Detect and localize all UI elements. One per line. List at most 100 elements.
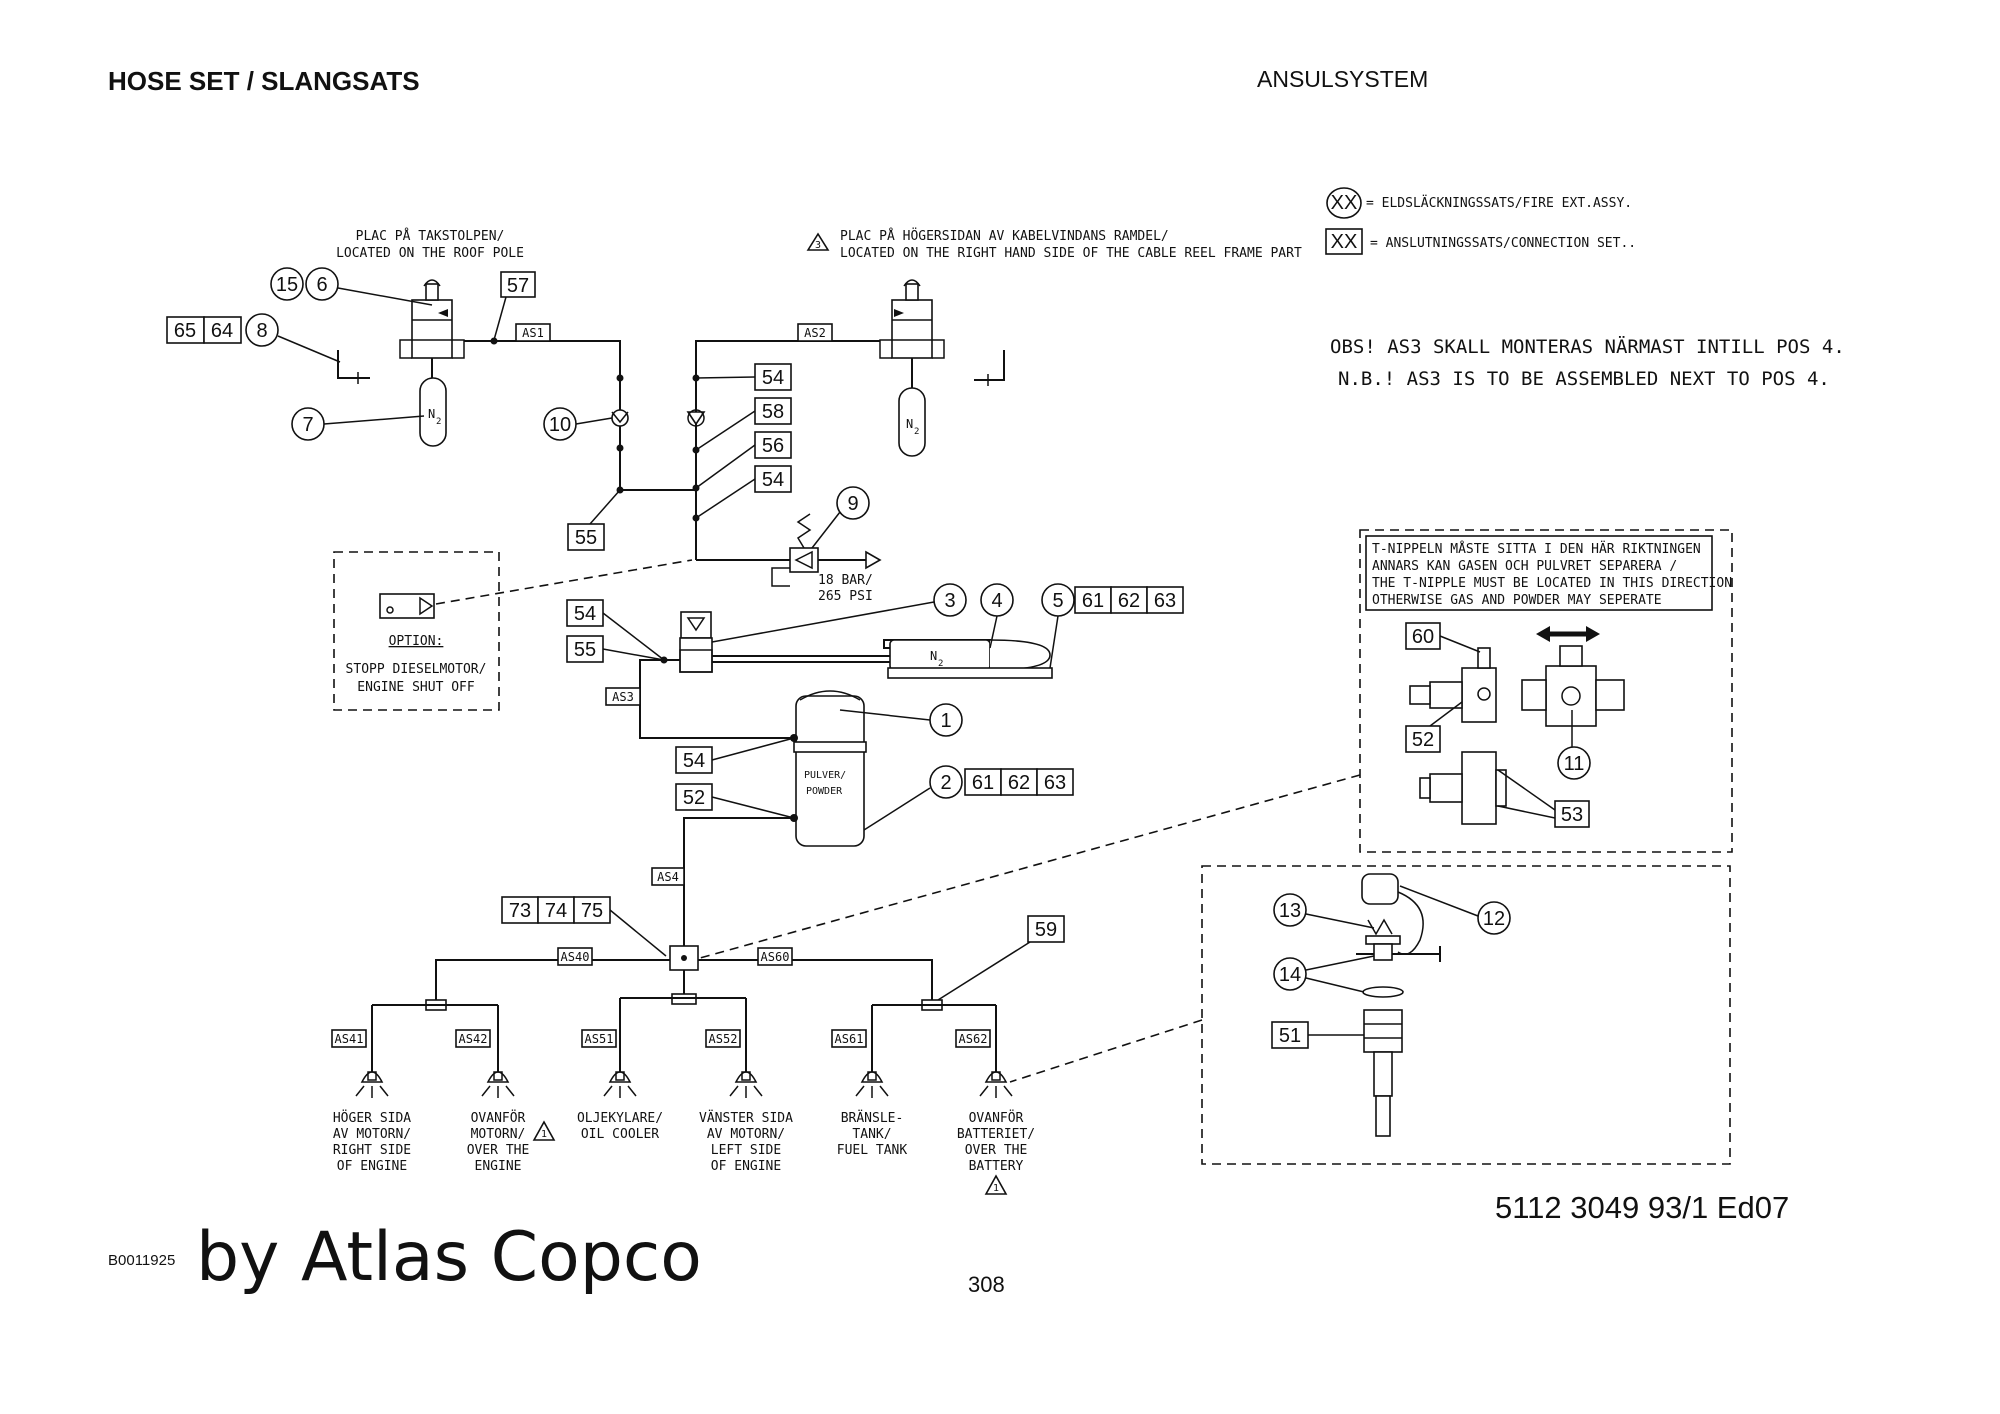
nozzle-1-label-2: AV MOTORN/	[333, 1127, 411, 1142]
item-3: 3	[944, 590, 955, 612]
hose-as40: AS40	[561, 950, 590, 964]
nozzle-3-label-1: OLJEKYLARE/	[577, 1111, 663, 1126]
nozzle-2-label-4: ENGINE	[475, 1159, 522, 1174]
hose-as4: AS4	[657, 870, 679, 884]
nozzle-6-label-4: BATTERY	[969, 1159, 1024, 1174]
nozzle-1-label-4: OF ENGINE	[337, 1159, 407, 1174]
svg-text:1: 1	[993, 1183, 999, 1194]
item-62-a: 62	[1118, 590, 1140, 612]
warning-icon-battery	[984, 1174, 1008, 1195]
cable-reel-label-1: PLAC PÅ HÖGERSIDAN AV KABELVINDANS RAMDE…	[840, 227, 1169, 244]
page-number: 308	[968, 1272, 1005, 1297]
n2-sub-main: 2	[938, 659, 943, 669]
roof-pole-group: PLAC PÅ TAKSTOLPEN/ LOCATED ON THE ROOF …	[336, 228, 524, 447]
nozzle-1-label-3: RIGHT SIDE	[333, 1143, 411, 1158]
item-6: 6	[316, 274, 327, 296]
obs-note-swedish: OBS! AS3 SKALL MONTERAS NÄRMAST INTILL P…	[1330, 335, 1845, 358]
cable-reel-label-2: LOCATED ON THE RIGHT HAND SIDE OF THE CA…	[840, 246, 1302, 261]
item-2: 2	[940, 772, 951, 794]
nozzle-6-label-1: OVANFÖR	[969, 1109, 1024, 1126]
item-51: 51	[1279, 1025, 1301, 1047]
nozzle-5-label-1: BRÄNSLE-	[841, 1110, 904, 1126]
item-12: 12	[1483, 908, 1505, 930]
item-63-a: 63	[1154, 590, 1176, 612]
tnipple-detail-box	[1359, 529, 1733, 853]
item-52: 52	[683, 787, 705, 809]
credit-text: by Atlas Copco	[196, 1218, 702, 1297]
item-7: 7	[302, 414, 313, 436]
warning-3: 3	[815, 240, 821, 251]
item-75: 75	[581, 900, 603, 922]
item-60: 60	[1412, 626, 1434, 648]
nozzle-4	[729, 1071, 763, 1098]
hose-as61: AS61	[835, 1032, 864, 1046]
item-9: 9	[847, 493, 858, 515]
n2-label-right: N	[906, 417, 913, 431]
nozzle-3-label-2: OIL COOLER	[581, 1127, 659, 1142]
hose-as3: AS3	[612, 690, 634, 704]
pressure-label-1: 18 BAR/	[818, 573, 873, 588]
nozzle-5-label-3: FUEL TANK	[837, 1143, 908, 1158]
item-54-d: 54	[683, 750, 705, 772]
item-58: 58	[762, 401, 784, 423]
option-label-1: STOPP DIESELMOTOR/	[346, 662, 487, 677]
n2-label-main: N	[930, 649, 937, 663]
item-74: 74	[545, 900, 567, 922]
legend-box-text: = ANSLUTNINGSSATS/CONNECTION SET..	[1370, 236, 1636, 251]
legend-box-marker: XX	[1331, 231, 1358, 253]
image-code: B0011925	[108, 1252, 176, 1269]
svg-text:1: 1	[541, 1129, 547, 1140]
roof-pole-label-1: PLAC PÅ TAKSTOLPEN/	[356, 228, 505, 244]
nozzle-4-label-2: AV MOTORN/	[707, 1127, 785, 1142]
hose-as2: AS2	[804, 326, 826, 340]
item-15: 15	[276, 274, 298, 296]
nozzle-2-label-3: OVER THE	[467, 1143, 530, 1158]
item-62-b: 62	[1008, 772, 1030, 794]
nozzle-2-label-2: MOTORN/	[471, 1127, 526, 1142]
nozzle-1	[355, 1071, 389, 1098]
option-box	[333, 551, 500, 711]
pressure-label-2: 265 PSI	[818, 589, 873, 604]
n2-sub-right: 2	[914, 427, 919, 437]
item-14: 14	[1279, 964, 1301, 986]
obs-note-english: N.B.! AS3 IS TO BE ASSEMBLED NEXT TO POS…	[1338, 368, 1830, 390]
option-title: OPTION:	[389, 634, 444, 649]
item-54-a: 54	[762, 367, 784, 389]
item-56: 56	[762, 435, 784, 457]
document-number: 5112 3049 93/1 Ed07	[1495, 1190, 1790, 1225]
item-55-a: 55	[575, 527, 597, 549]
item-55-b: 55	[574, 639, 596, 661]
hose-as52: AS52	[709, 1032, 738, 1046]
item-52-detail: 52	[1412, 729, 1434, 751]
tnipple-note-1: T-NIPPELN MÅSTE SITTA I DEN HÄR RIKTNING…	[1372, 541, 1701, 557]
n2-label-left: N	[428, 407, 435, 421]
legend-circle-text: = ELDSLÄCKNINGSSATS/FIRE EXT.ASSY.	[1366, 195, 1632, 211]
nozzle-5-label-2: TANK/	[852, 1127, 891, 1142]
item-64: 64	[211, 320, 233, 342]
hose-as62: AS62	[959, 1032, 988, 1046]
nozzle-3	[603, 1071, 637, 1098]
item-73: 73	[509, 900, 531, 922]
legend-circle-marker: XX	[1331, 192, 1358, 214]
powder-label-1: PULVER/	[804, 770, 846, 781]
item-63-b: 63	[1044, 772, 1066, 794]
item-61-b: 61	[972, 772, 994, 794]
nozzle-6	[979, 1071, 1013, 1098]
n2-sub-left: 2	[436, 417, 441, 427]
warning-icon-engine	[532, 1120, 556, 1141]
legend: XX = ELDSLÄCKNINGSSATS/FIRE EXT.ASSY. XX…	[1325, 187, 1636, 255]
system-title: ANSULSYSTEM	[1257, 66, 1429, 92]
item-53: 53	[1561, 804, 1583, 826]
item-4: 4	[991, 590, 1002, 612]
item-54-b: 54	[762, 469, 784, 491]
nozzle-1-label-1: HÖGER SIDA	[333, 1109, 411, 1126]
roof-pole-label-2: LOCATED ON THE ROOF POLE	[336, 246, 524, 261]
nozzle-2	[481, 1071, 515, 1098]
item-13: 13	[1279, 900, 1301, 922]
item-1: 1	[940, 710, 951, 732]
tnipple-note-2: ANNARS KAN GASEN OCH PULVRET SEPARERA /	[1372, 559, 1677, 574]
item-10: 10	[549, 414, 571, 436]
option-label-2: ENGINE SHUT OFF	[357, 680, 475, 695]
item-11: 11	[1564, 753, 1585, 775]
item-65: 65	[174, 320, 196, 342]
